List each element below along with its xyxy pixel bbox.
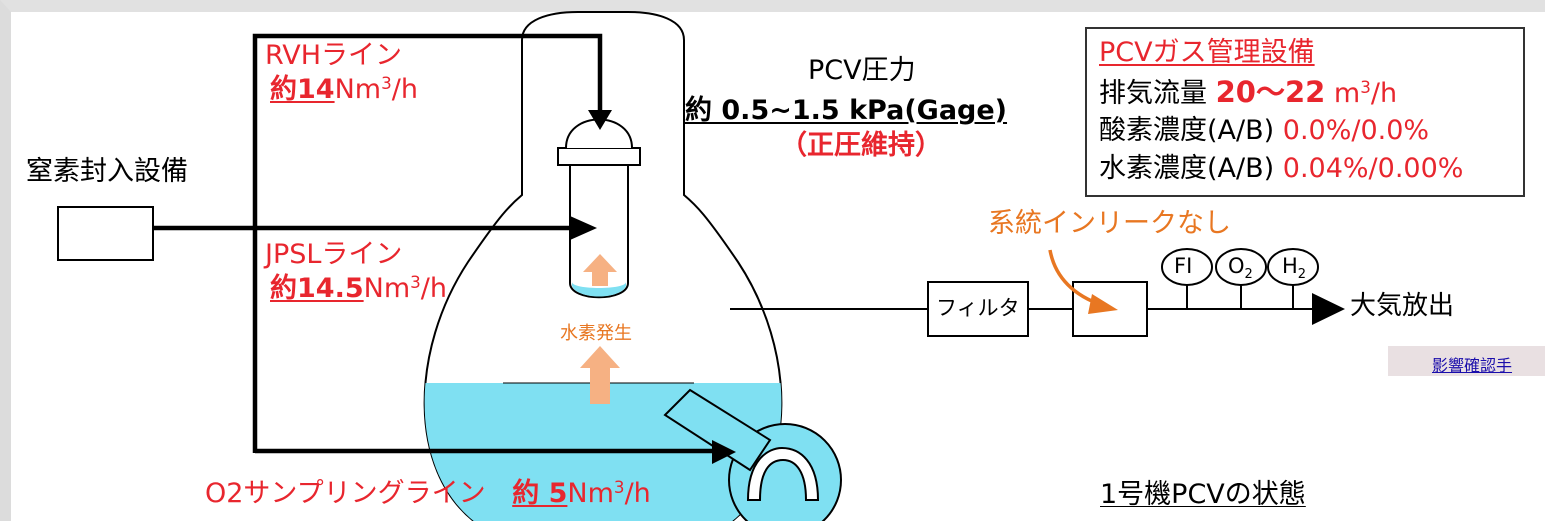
release-arrow [1312,293,1345,325]
jpsl-flow-value: 約14.5 [270,273,364,304]
exhaust-flow-value: 20〜22 [1215,75,1326,109]
rvh-arrow [588,110,612,130]
reactor-vessel [569,164,629,299]
rvh-flow-tail: /h [391,74,418,105]
gas-management-title: PCVガス管理設備 [1099,37,1315,68]
fi-label: FI [1174,254,1193,278]
h2-subscript: 2 [1297,267,1307,283]
o2-symbol: O [1228,254,1245,278]
h2-label: H2 [1282,254,1307,283]
oxygen-label: 酸素濃度(A/B) [1099,115,1275,146]
filter-box [927,281,1029,337]
o2-sampling-name: O2サンプリングライン [205,478,486,509]
o2-gauge [1215,248,1267,286]
jpsl-flow-tail: /h [420,273,447,304]
o2-sampling-label: O2サンプリングライン 約 5Nm3/h [205,476,651,509]
link-bar: 影響確認手 [1388,346,1545,376]
o2-sampling-flow-tail: /h [624,478,651,509]
rising-arrow-lower [580,346,620,404]
pcv-pressure-note: （正圧維持） [780,130,942,161]
nitrogen-equipment-box [57,206,154,261]
exhaust-flow-row: 排気流量 20〜22 m3/h [1099,75,1398,109]
exhaust-flow-unit: m [1333,78,1361,109]
jpsl-line-label: JPSLライン [265,239,403,270]
gas-management-box: PCVガス管理設備 排気流量 20〜22 m3/h 酸素濃度(A/B) 0.0%… [1085,27,1525,197]
o2-subscript: 2 [1244,267,1253,283]
oxygen-value: 0.0%/0.0% [1282,115,1430,146]
nitrogen-equipment-label: 窒素封入設備 [26,156,188,187]
fi-gauge [1161,248,1213,286]
rvh-flow-unit: Nm [334,74,382,105]
hydrogen-value: 0.04%/0.00% [1282,153,1464,184]
rvh-line-label: RVHライン [265,40,403,71]
no-inleak-label: 系統インリークなし [988,208,1231,239]
rising-arrow-upper [583,254,617,286]
oxygen-row: 酸素濃度(A/B) 0.0%/0.0% [1099,117,1429,144]
jpsl-arrow [570,216,597,240]
hydrogen-row: 水素濃度(A/B) 0.04%/0.00% [1099,155,1463,182]
filter-label: フィルタ [936,296,1020,320]
jpsl-flow-unit: Nm [363,273,411,304]
atmosphere-release-label: 大気放出 [1350,291,1455,321]
hydrogen-label: 水素濃度(A/B) [1099,153,1275,184]
o2-label: O2 [1228,254,1253,283]
exhaust-flow-tail: /h [1370,78,1398,109]
rvh-flow: 約14Nm3/h [270,72,418,105]
rvh-flow-value: 約14 [270,74,335,105]
o2-sampling-arrow [712,440,736,464]
o2-sampling-flow-sup: 3 [613,476,625,497]
exhaust-flow-label: 排気流量 [1099,78,1207,109]
h2-gauge [1267,248,1319,286]
jpsl-flow-sup: 3 [410,271,421,292]
caption: 1号機PCVの状態 [1100,479,1306,510]
jpsl-flow: 約14.5Nm3/h [270,271,447,304]
rvh-flow-sup: 3 [381,72,392,93]
impact-check-link[interactable]: 影響確認手 [1432,356,1513,375]
o2-sampling-flow-value: 約 5 [512,478,568,509]
h2-symbol: H [1282,254,1298,278]
exhaust-flow-sup: 3 [1360,76,1371,97]
o2-sampling-flow-unit: Nm [567,478,614,509]
hydrogen-generation-label: 水素発生 [560,323,632,344]
pcv-pressure-label: PCV圧力 [808,55,916,86]
pcv-pressure-value: 約 0.5~1.5 kPa(Gage) [685,95,1008,126]
